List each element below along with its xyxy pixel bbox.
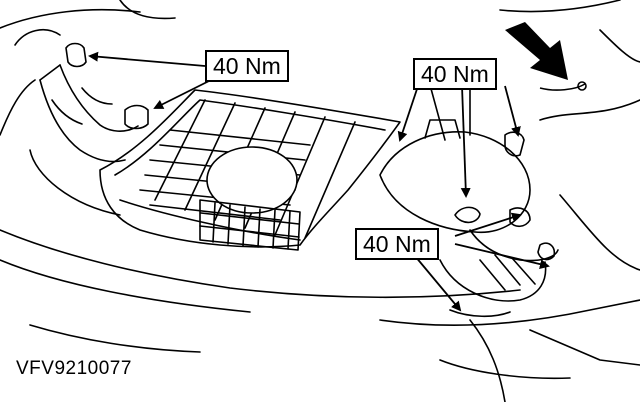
leader-line [414,255,462,312]
leader-line [397,79,421,142]
catalytic-converter [379,74,559,318]
heat-shield-tray [99,89,401,251]
leader-line [460,85,471,198]
leader-line [88,51,206,67]
leader-line [153,77,216,109]
left-exhaust-bracket [29,42,149,216]
leader-line [504,85,521,137]
direction-arrow-icon [505,22,587,91]
torque-label-converter-flange: 40 Nm [413,58,497,90]
leader-line [454,243,550,270]
torque-label-left-bracket: 40 Nm [205,50,289,82]
leader-line [454,212,522,237]
figure-reference-code: VFV9210077 [16,358,132,379]
torque-label-lower-joint: 40 Nm [355,228,439,260]
